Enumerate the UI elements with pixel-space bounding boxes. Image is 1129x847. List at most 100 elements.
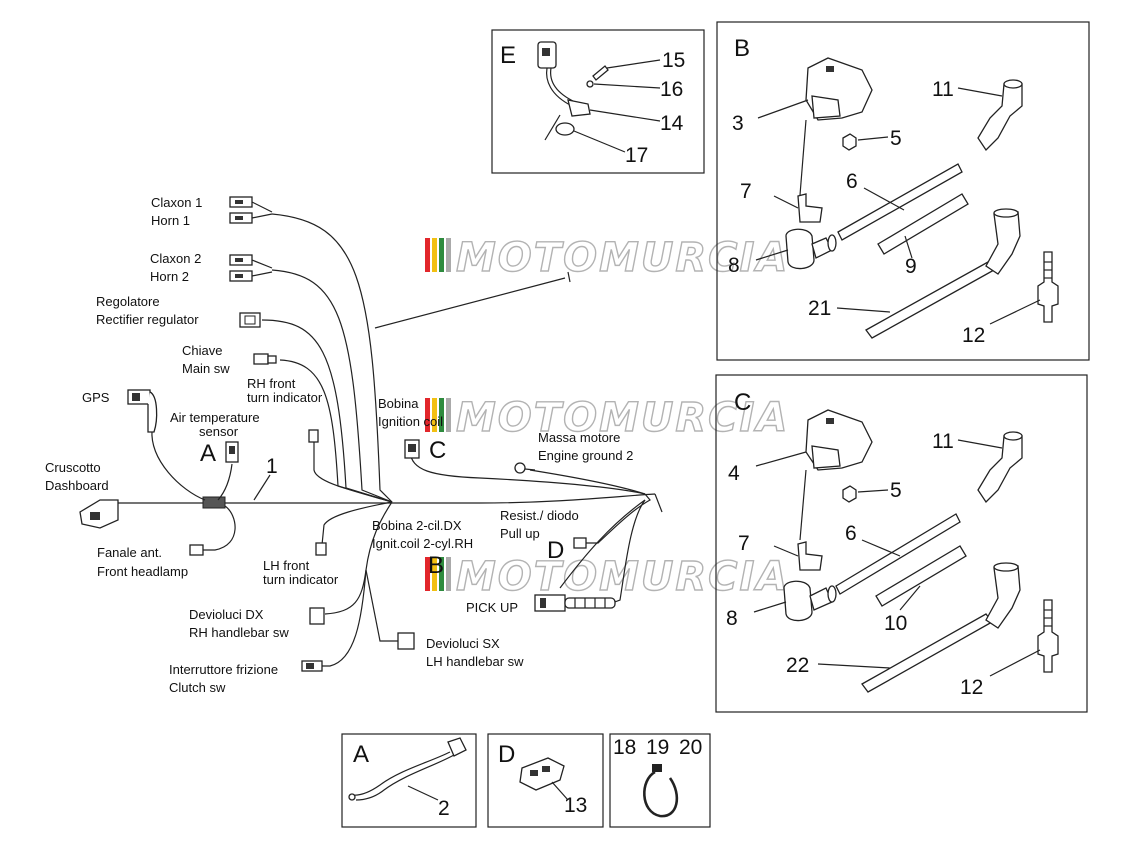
panel-tie-num-20: 20	[679, 736, 702, 759]
panel-B-num-5: 5	[890, 127, 902, 150]
pickup-connector	[534, 594, 616, 612]
label-rh-front: RH front	[247, 376, 296, 391]
watermark-middle: MOTOMURCIA	[425, 394, 789, 442]
panel-A-letter: A	[353, 741, 369, 768]
main-switch-connector	[253, 353, 277, 365]
label-rh-turn: turn indicator	[247, 390, 323, 405]
panel-E-num-15: 15	[662, 49, 685, 72]
pullup-connector	[573, 537, 587, 549]
label-horn2: Horn 2	[150, 269, 189, 284]
clutch-connector	[301, 660, 323, 672]
lh-turn-connector	[315, 542, 327, 556]
label-resist: Resist./ diodo	[500, 508, 579, 523]
label-gps: GPS	[82, 390, 110, 405]
lh-handlebar-connector	[397, 632, 415, 650]
panel-tie-num-18: 18	[613, 736, 636, 759]
panel-C-num-7: 7	[738, 532, 750, 555]
label-pullup: Pull up	[500, 526, 540, 541]
label-bobina-top: Bobina	[378, 396, 419, 411]
panel-D: D 13	[487, 733, 604, 828]
label-clutch: Clutch sw	[169, 680, 226, 695]
label-letter-D: D	[547, 537, 564, 564]
panel-A: A 2	[341, 733, 477, 828]
watermark-text: MOTOMURCIA	[456, 235, 789, 281]
main-labels: Claxon 1 Horn 1 Claxon 2 Horn 2 Regolato…	[45, 195, 633, 695]
dashboard-connector	[79, 499, 119, 529]
label-lh-handlebar: LH handlebar sw	[426, 654, 524, 669]
gps-unit	[127, 389, 158, 433]
label-massa: Massa motore	[538, 430, 620, 445]
label-num-1: 1	[266, 455, 278, 478]
panel-E-num-17: 17	[625, 144, 648, 167]
panel-B-num-6: 6	[846, 170, 858, 193]
harness-trunk-right	[395, 493, 656, 504]
watermark-text: MOTOMURCIA	[456, 395, 789, 441]
panel-C-num-8: 8	[726, 607, 738, 630]
panel-A-num-2: 2	[438, 797, 450, 820]
rh-turn-connector	[308, 429, 319, 443]
panel-E-num-16: 16	[660, 78, 683, 101]
watermark-top: MOTOMURCIA	[425, 234, 789, 282]
label-letter-B: B	[428, 552, 444, 579]
panel-B-num-12: 12	[962, 324, 985, 347]
watermark-text: MOTOMURCIA	[456, 554, 789, 600]
label-claxon2: Claxon 2	[150, 251, 201, 266]
label-main-sw: Main sw	[182, 361, 230, 376]
panel-C-num-10: 10	[884, 612, 907, 635]
label-air-temp: Air temperature	[170, 410, 260, 425]
label-lh-front: LH front	[263, 558, 310, 573]
panel-E-letter: E	[500, 42, 516, 69]
panel-C-num-11: 11	[932, 430, 954, 453]
panel-C: C 4 5 11 7 6 8 10	[715, 374, 1088, 713]
panel-cable-tie: 18 19 20	[609, 733, 711, 828]
label-ignition-coil: Ignition coil	[378, 414, 443, 429]
label-chiave: Chiave	[182, 343, 222, 358]
panel-D-num-13: 13	[564, 794, 587, 817]
panel-B: B 3 5 11 7 6 8 9	[716, 21, 1090, 361]
panel-B-num-11: 11	[932, 78, 954, 101]
engine-ground-terminal	[514, 462, 536, 474]
harness-tape	[202, 496, 226, 509]
horn2-connector	[229, 254, 273, 282]
panel-B-num-8: 8	[728, 254, 740, 277]
horn1-connector	[229, 196, 273, 224]
label-rh-handlebar: RH handlebar sw	[189, 625, 289, 640]
panel-C-num-4: 4	[728, 462, 740, 485]
panel-tie-num-19: 19	[646, 736, 669, 759]
label-letter-C: C	[429, 437, 446, 464]
air-temp-sensor	[225, 441, 239, 463]
label-interruttore: Interruttore frizione	[169, 662, 278, 677]
label-claxon1: Claxon 1	[151, 195, 202, 210]
panel-C-num-5: 5	[890, 479, 902, 502]
panel-B-letter: B	[734, 35, 750, 62]
watermark-bottom: MOTOMURCIA	[425, 553, 789, 601]
label-bobina2-1: Bobina 2-cil.DX	[372, 518, 462, 533]
panel-E: E 15 16 14 17	[491, 29, 705, 174]
label-dashboard: Dashboard	[45, 478, 109, 493]
main-harness	[118, 213, 663, 667]
label-devioluci-dx: Devioluci DX	[189, 607, 264, 622]
label-rectifier: Rectifier regulator	[96, 312, 199, 327]
panel-B-num-9: 9	[905, 255, 917, 278]
panel-C-num-12: 12	[960, 676, 983, 699]
label-lh-turn: turn indicator	[263, 572, 339, 587]
connectors	[79, 196, 616, 672]
panel-B-num-3: 3	[732, 112, 744, 135]
panel-B-num-21: 21	[808, 297, 831, 320]
panel-C-letter: C	[734, 389, 751, 416]
rectifier-connector	[239, 312, 261, 328]
label-letter-A: A	[200, 440, 216, 467]
headlamp-connector	[189, 544, 204, 556]
label-devioluci-sx: Devioluci SX	[426, 636, 500, 651]
label-sensor: sensor	[199, 424, 239, 439]
panel-D-letter: D	[498, 741, 515, 768]
label-pickup: PICK UP	[466, 600, 518, 615]
label-engine-ground: Engine ground 2	[538, 448, 633, 463]
ignition-coil-connector	[404, 439, 420, 459]
label-headlamp: Front headlamp	[97, 564, 188, 579]
label-cruscotto: Cruscotto	[45, 460, 101, 475]
label-fanale: Fanale ant.	[97, 545, 162, 560]
panel-C-num-6: 6	[845, 522, 857, 545]
label-horn1: Horn 1	[151, 213, 190, 228]
